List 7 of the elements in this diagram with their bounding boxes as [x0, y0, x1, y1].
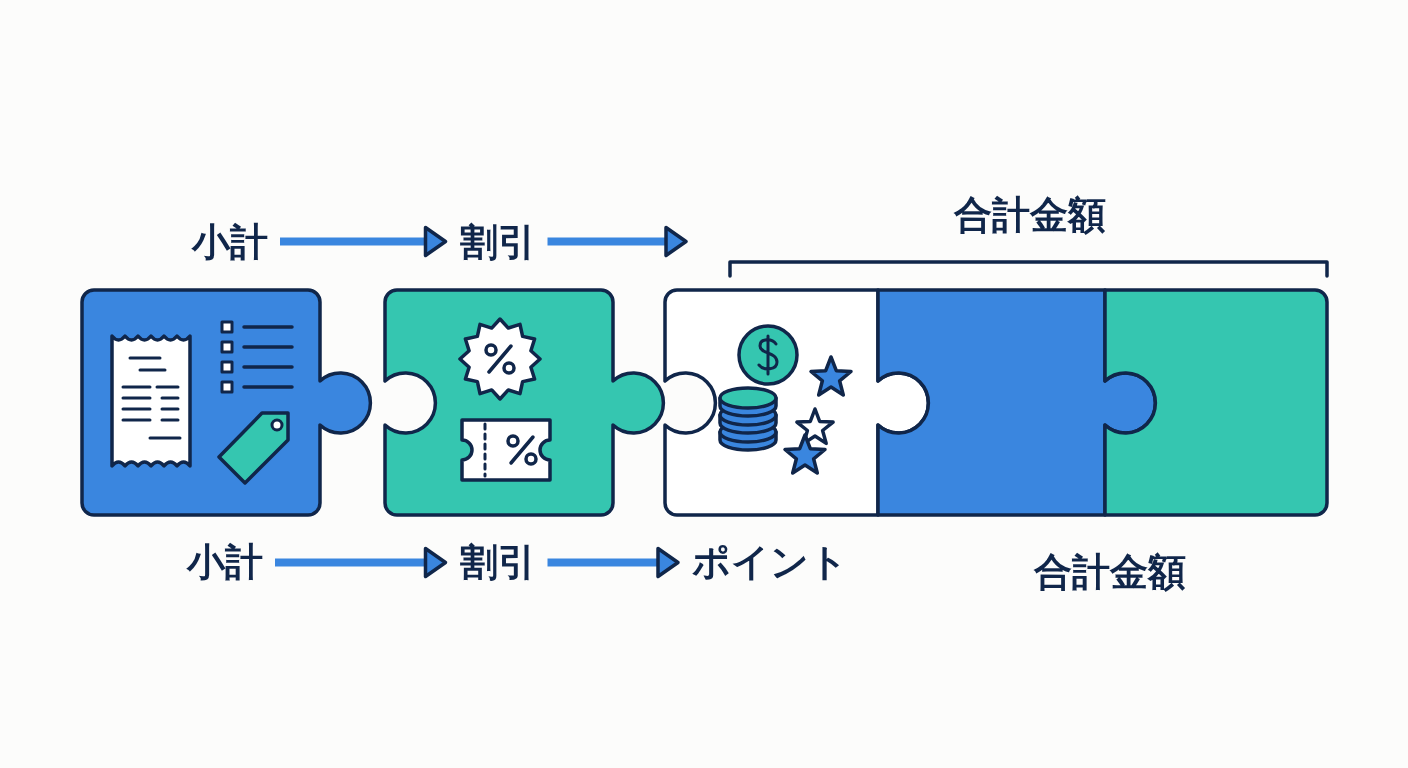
- step-label: 小計: [187, 539, 263, 586]
- step-label: 合計金額: [1034, 549, 1186, 596]
- step-label: 割引: [459, 219, 536, 266]
- step-label: 合計金額: [954, 192, 1106, 239]
- step-label: 小計: [192, 219, 268, 266]
- step-label: ポイント: [692, 539, 848, 586]
- step-label: 割引: [459, 539, 536, 586]
